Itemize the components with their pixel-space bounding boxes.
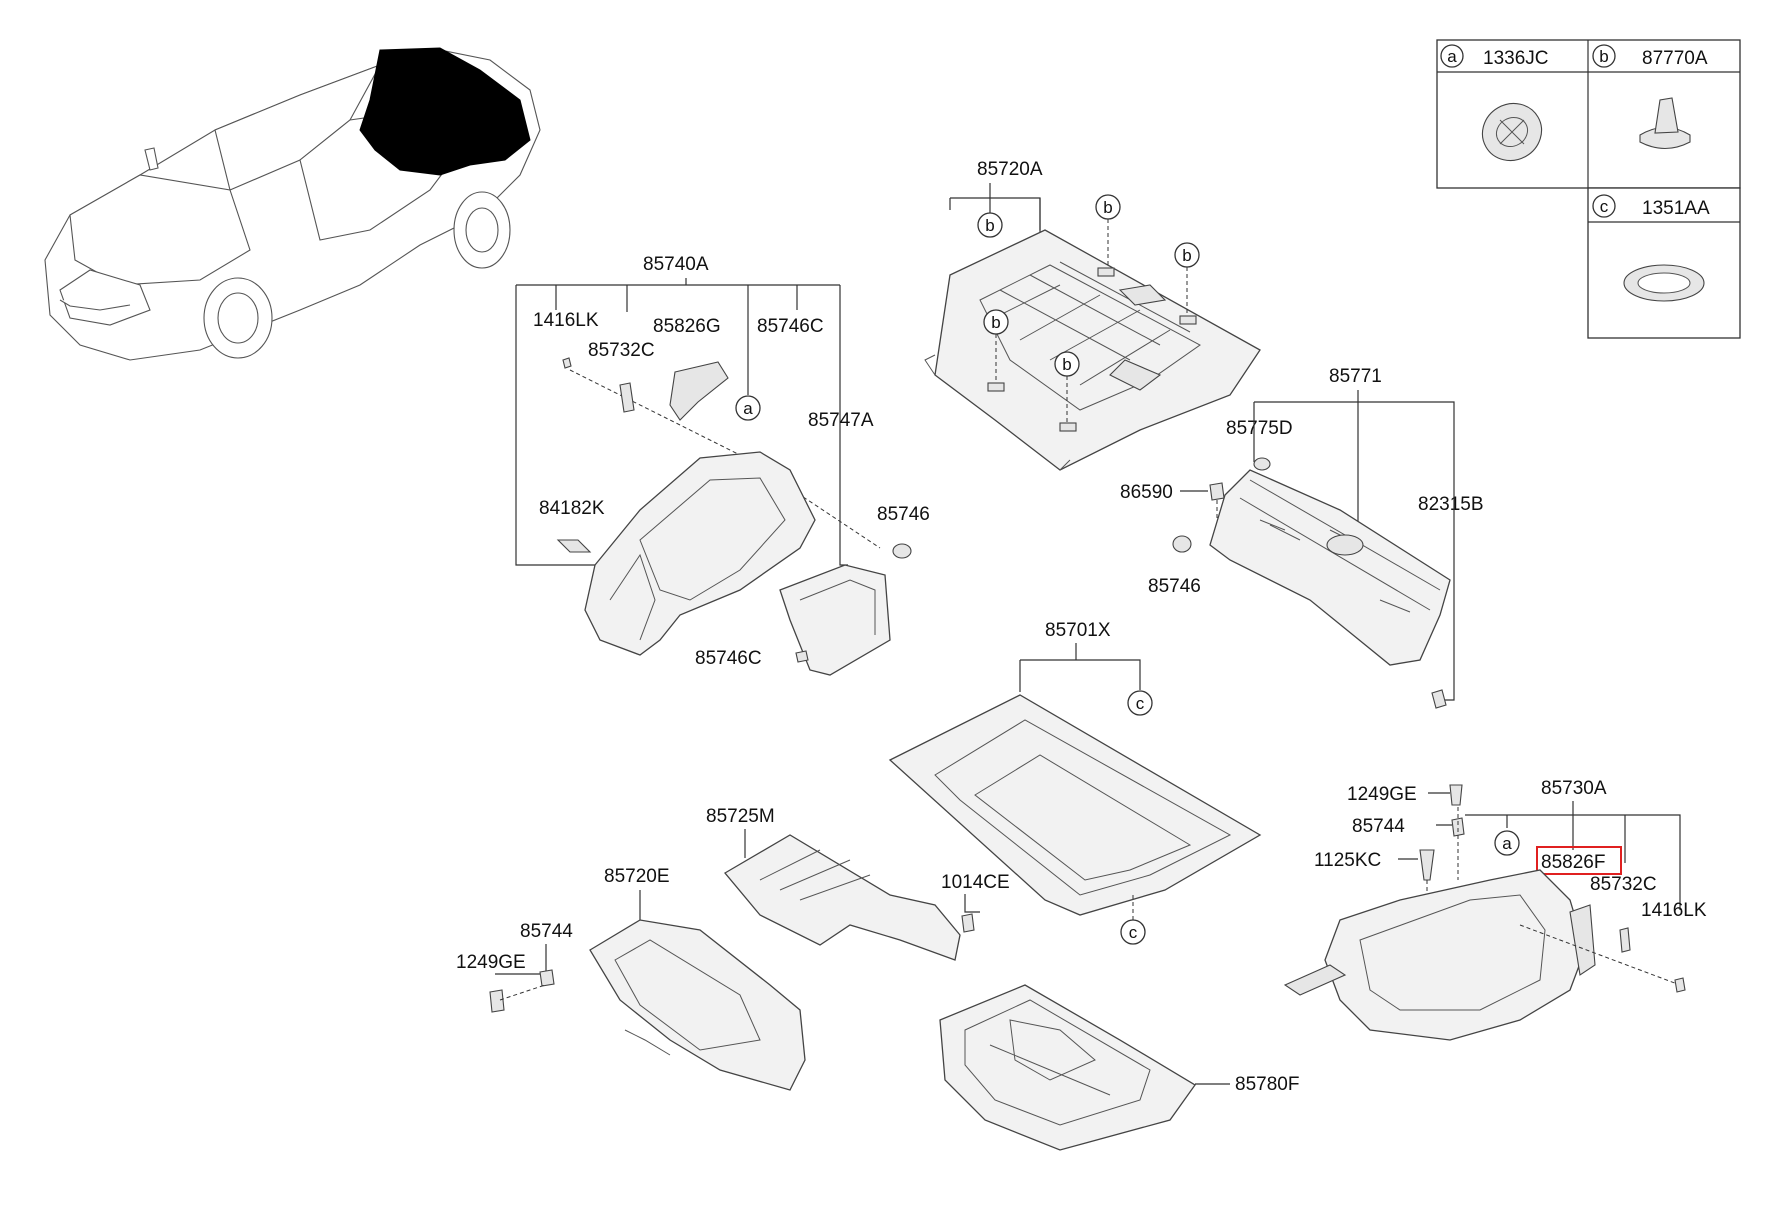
label-1416LK-left: 1416LK: [533, 310, 599, 331]
group-85720A: 85720A b b b b b: [924, 159, 1261, 471]
label-85720E: 85720E: [604, 866, 670, 887]
clip-85732C-right: [1619, 927, 1631, 953]
svg-text:b: b: [1062, 355, 1071, 374]
legend-c-circle: [1592, 194, 1616, 218]
group-85720E: 85720E 85744 1249GE: [456, 866, 806, 1091]
label-1014CE: 1014CE: [941, 872, 1010, 893]
svg-text:b: b: [991, 313, 1000, 332]
label-85701X: 85701X: [1045, 620, 1111, 641]
bolt-1125KC: [1419, 849, 1435, 881]
group-85730A: 85730A 1249GE 85744 1125KC a 85826F 8573…: [1283, 778, 1707, 1041]
clip-a-icon: [1481, 102, 1543, 162]
label-84182K: 84182K: [539, 498, 605, 519]
label-82315B: 82315B: [1418, 494, 1484, 515]
mat-85701X: [888, 694, 1262, 916]
label-85744-left: 85744: [520, 921, 573, 942]
bracket-85826F: [1569, 904, 1596, 976]
side-trim-85730A: [1324, 869, 1586, 1041]
svg-text:a: a: [1502, 834, 1512, 853]
callout-c-top: [1127, 690, 1153, 716]
grille: [59, 269, 151, 326]
legend-a-letter: a: [1447, 47, 1457, 66]
svg-text:b: b: [1103, 198, 1112, 217]
bracket-85826G: [669, 361, 729, 421]
label-85771: 85771: [1329, 366, 1382, 387]
legend-c-code: 1351AA: [1642, 198, 1710, 219]
callout-b-1: [977, 212, 1003, 238]
group-85701X: 85701X c c: [888, 620, 1262, 945]
legend-b-letter: b: [1599, 47, 1608, 66]
label-85746C-top: 85746C: [757, 316, 824, 337]
highlight-85826F: [1536, 846, 1622, 875]
clip-1416LK-right: [1674, 977, 1686, 993]
cover-85747A: [779, 564, 891, 676]
legend-a-circle: [1440, 44, 1464, 68]
svg-text:c: c: [1129, 923, 1138, 942]
pad-84182K: [556, 539, 592, 553]
label-85732C-right: 85732C: [1590, 874, 1657, 895]
label-1249GE-left: 1249GE: [456, 952, 526, 973]
bin-85720E: [589, 919, 806, 1091]
nut-85744-left: [539, 969, 555, 987]
label-1125KC: 1125KC: [1314, 850, 1381, 871]
nut-85744-right: [1451, 817, 1465, 837]
car-illustration: [44, 47, 541, 361]
callout-a-left: [735, 395, 761, 421]
svg-text:c: c: [1136, 694, 1145, 713]
svg-text:b: b: [985, 216, 994, 235]
group-85771: 85771 85775D 86590 82315B 85746: [1120, 366, 1484, 709]
label-85746C-bottom: 85746C: [695, 648, 762, 669]
clip-85746-right: [1172, 535, 1192, 553]
group-85740A: 85740A 1416LK 85826G 85746C 85732C 85747…: [515, 254, 930, 676]
group-85780F: 85780F: [939, 984, 1299, 1151]
label-86590: 86590: [1120, 482, 1173, 503]
label-85730A: 85730A: [1541, 778, 1607, 799]
label-85744-right: 85744: [1352, 816, 1405, 837]
bolt-1249GE-left: [489, 989, 505, 1013]
label-85732C-left: 85732C: [588, 340, 655, 361]
clip-86590: [1209, 482, 1225, 501]
label-85747A: 85747A: [808, 410, 874, 431]
clip-85775D: [1253, 457, 1271, 471]
clip-b-icon: [1639, 97, 1691, 150]
luggage-area-marker: [359, 47, 531, 176]
label-85746-left: 85746: [877, 504, 930, 525]
clip-82315B: [1431, 689, 1447, 709]
callout-a-right: [1494, 830, 1520, 856]
label-85725M: 85725M: [706, 806, 775, 827]
callout-c-bottom: [1120, 919, 1146, 945]
trim-85725M: [724, 834, 961, 961]
label-85826G: 85826G: [653, 316, 721, 337]
label-85740A: 85740A: [643, 254, 709, 275]
label-1249GE-right: 1249GE: [1347, 784, 1417, 805]
tray-85780F: [939, 984, 1196, 1151]
label-85780F: 85780F: [1235, 1074, 1299, 1095]
legend-a-code: 1336JC: [1483, 48, 1549, 69]
clip-85746: [892, 543, 912, 559]
washer-c-icon: [1623, 264, 1705, 302]
legend-c-letter: c: [1600, 197, 1609, 216]
label-85826F: 85826F: [1541, 852, 1605, 873]
legend-table: a 1336JC b 87770A c 1351AA: [1436, 39, 1741, 339]
trim-85771: [1209, 469, 1451, 666]
label-85746-right: 85746: [1148, 576, 1201, 597]
group-85725M: 85725M 1014CE: [706, 806, 1010, 961]
label-85720A: 85720A: [977, 159, 1043, 180]
bolt-1249GE-right: [1449, 784, 1463, 806]
label-85775D: 85775D: [1226, 418, 1293, 439]
svg-text:a: a: [743, 399, 753, 418]
antenna: [144, 147, 159, 171]
side-trim-85740A: [584, 451, 816, 656]
bolt-1014CE: [961, 913, 975, 933]
svg-text:b: b: [1182, 246, 1191, 265]
legend-b-code: 87770A: [1642, 48, 1708, 69]
label-1416LK-right: 1416LK: [1641, 900, 1707, 921]
legend-b-circle: [1592, 44, 1616, 68]
luggage-board-85720A: [934, 229, 1261, 471]
